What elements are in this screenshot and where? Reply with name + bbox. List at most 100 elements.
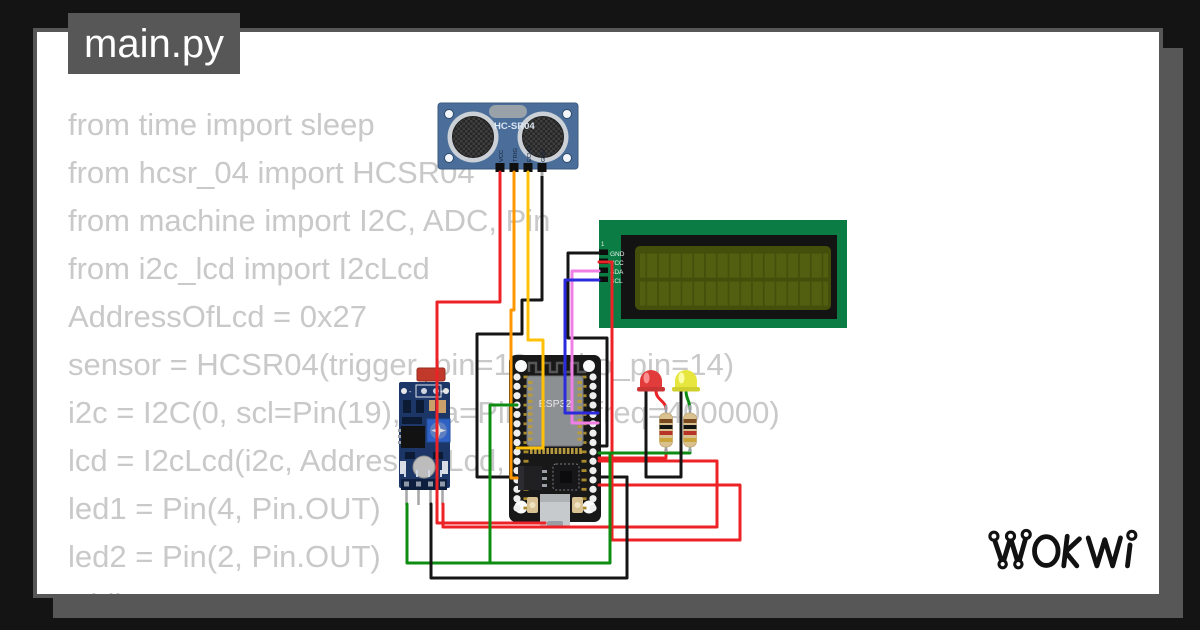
pin-hole	[513, 410, 521, 419]
ic-leg	[398, 441, 401, 444]
module-pad	[575, 448, 578, 454]
pin	[440, 481, 445, 487]
pin	[599, 267, 608, 273]
lcd-pin-gnd: GND	[610, 251, 625, 258]
pin-label-silk	[581, 459, 587, 463]
wires-layer	[405, 170, 742, 580]
code-line: AddressOfLcd = 0x27	[68, 299, 367, 334]
wokwi-logo: WOKWI	[988, 528, 1138, 570]
regulator-leg	[542, 477, 547, 480]
pin-label-silk	[523, 403, 529, 407]
pin-hole	[589, 485, 597, 493]
module-pad	[530, 448, 533, 454]
button-cap	[529, 502, 536, 508]
code-line: led2 = Pin(2, Pin.OUT)	[68, 539, 381, 574]
wire-green	[405, 451, 612, 565]
button-cap	[574, 502, 581, 508]
transducer-right-mesh	[522, 116, 564, 158]
module-pad	[579, 448, 582, 454]
pin-hole	[513, 438, 521, 447]
mounting-hole	[562, 153, 572, 163]
file-name: main.py	[84, 21, 225, 66]
pin-label-silk	[581, 497, 587, 501]
pin	[416, 481, 421, 487]
transducer-left-mesh	[452, 116, 494, 158]
smd-cap	[438, 400, 446, 413]
code-line: led1 = Pin(4, Pin.OUT)	[68, 491, 381, 526]
module-pad	[528, 437, 533, 441]
pin-hole	[589, 476, 597, 484]
mounting-hole	[401, 388, 407, 394]
pin-label-silk	[523, 394, 529, 398]
wire-black	[475, 170, 629, 479]
pin-label-silk	[523, 497, 529, 501]
module-pad	[577, 418, 582, 422]
module-pad	[562, 448, 566, 454]
wire-gold	[515, 170, 545, 450]
ic-leg	[398, 435, 401, 438]
pin	[404, 481, 409, 487]
pin-label-silk	[581, 478, 587, 482]
led-yellow	[672, 370, 700, 392]
pin-hole	[589, 429, 597, 437]
wire-pink	[570, 269, 601, 425]
logo-node	[988, 530, 1000, 542]
pin	[599, 276, 608, 282]
mounting-hole	[515, 360, 527, 372]
module-pad	[571, 448, 574, 454]
pin-hole	[513, 504, 521, 512]
code-line: while True:	[68, 581, 780, 594]
chip-core	[560, 471, 572, 483]
smd-part	[402, 417, 422, 424]
pin-label-silk	[523, 375, 529, 379]
module-pad	[528, 412, 533, 416]
pin-hole	[589, 448, 597, 456]
wire-blue	[563, 278, 601, 415]
pin-label-silk	[581, 441, 587, 444]
pin	[523, 163, 533, 172]
logo-node	[1020, 528, 1032, 541]
pin-hole	[589, 467, 597, 475]
pin-hole	[589, 438, 597, 447]
lcd-pin1-label: 1	[601, 242, 605, 248]
pin-silk-label	[404, 470, 406, 477]
wire-orange	[509, 170, 519, 480]
pin-hole	[513, 429, 521, 437]
pin-label-silk	[581, 403, 587, 407]
pin-hole	[589, 457, 597, 465]
wire-red	[435, 170, 547, 525]
logo-node	[997, 558, 1008, 570]
wire-red	[441, 459, 719, 529]
lcd-pin-vcc: VCC	[610, 260, 624, 267]
module-pad	[528, 425, 533, 429]
logo-i	[1125, 542, 1133, 569]
module-pad	[566, 448, 570, 454]
micro-usb-connector	[540, 494, 570, 528]
esp32-module-pads	[528, 381, 582, 454]
module-pad	[538, 448, 541, 454]
pin-label-silk	[581, 394, 587, 398]
module-pad	[554, 448, 558, 454]
wire-green	[488, 403, 519, 565]
module-pad	[577, 387, 582, 391]
crystal-oscillator	[489, 105, 527, 118]
pin-hole	[589, 495, 597, 503]
pin-hole	[513, 382, 521, 390]
pin-label-silk	[523, 422, 529, 426]
wire-red	[654, 389, 668, 411]
regulator-leg	[542, 484, 547, 487]
ldr-socket	[415, 384, 442, 398]
plus-label: +	[440, 389, 444, 396]
module-pad	[528, 418, 533, 422]
pin-label-silk	[581, 469, 587, 472]
comparator-ic	[401, 426, 425, 448]
pin	[495, 163, 505, 172]
pin-label-silk	[581, 506, 587, 510]
pin-hole	[589, 373, 597, 381]
module-pad	[577, 406, 582, 410]
mounting-hole	[444, 109, 454, 119]
regulator-tab	[518, 466, 524, 490]
regulator-leg	[542, 470, 547, 473]
pin-label-silk	[581, 431, 587, 435]
module-pad	[528, 393, 533, 397]
